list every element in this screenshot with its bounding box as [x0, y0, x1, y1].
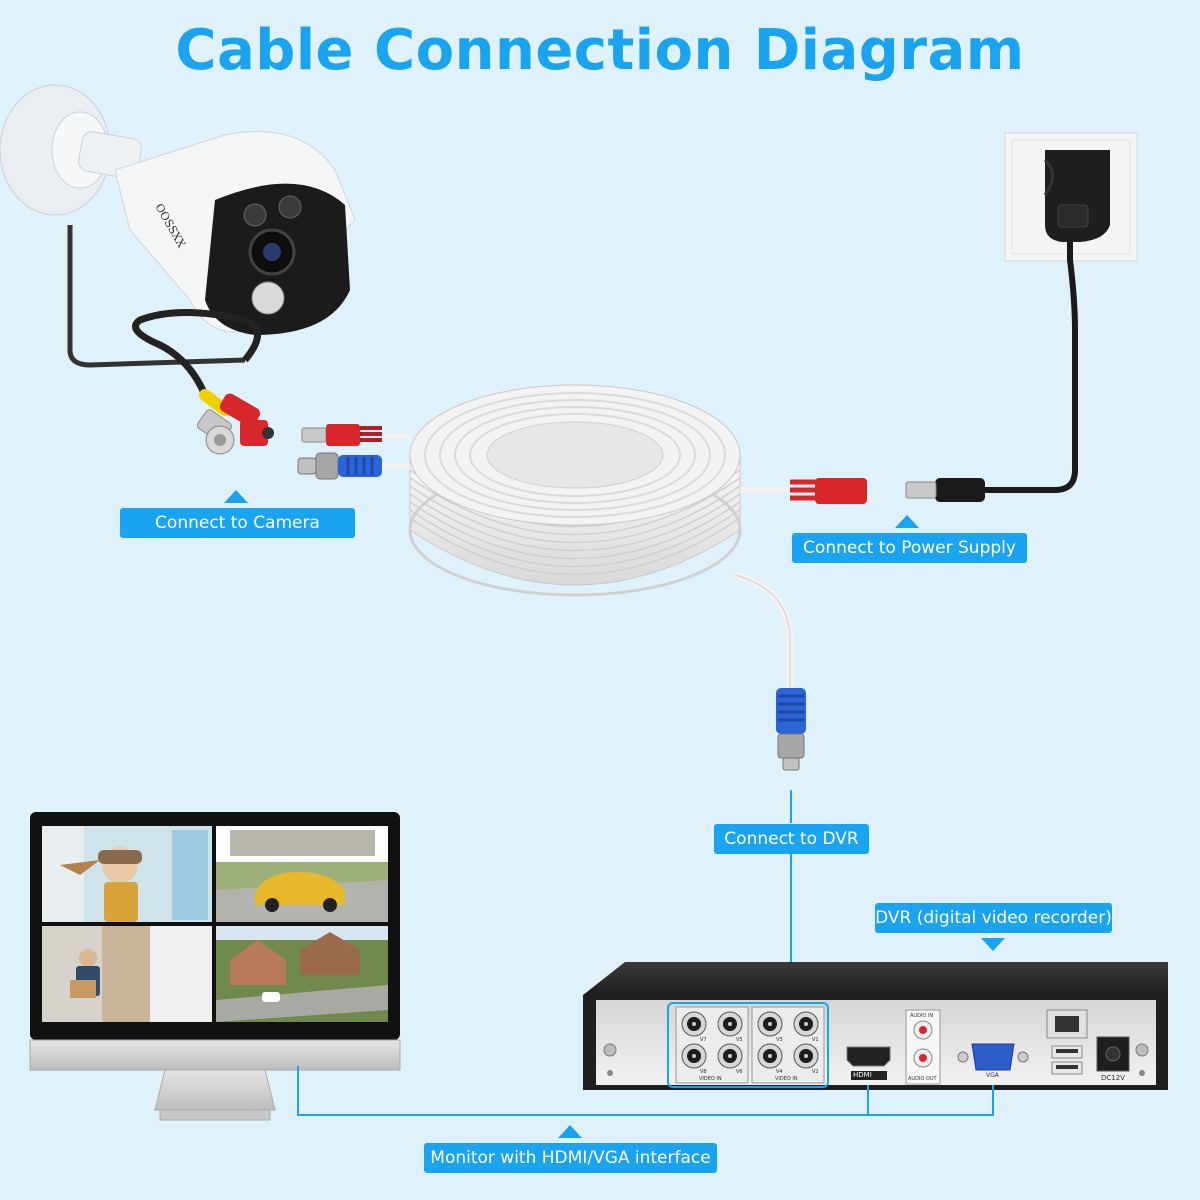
bnc-port-label: V5: [736, 1037, 743, 1043]
cable-coil: [408, 384, 742, 597]
vga-port: [957, 1043, 1029, 1071]
monitor-stand: [154, 1069, 276, 1111]
bnc-jack-v7: V7: [681, 1011, 707, 1043]
bnc-port-label: V3: [776, 1037, 783, 1043]
blue-bnc-male-plug: [297, 452, 382, 480]
audio-ports: [905, 1009, 941, 1085]
camera-pointer-triangle: [224, 490, 248, 503]
camera-power-female: [219, 393, 274, 446]
video-in-label-left: VIDEO IN: [699, 1076, 722, 1082]
bnc-port-label: V6: [736, 1069, 743, 1075]
camera-pigtail: [132, 309, 274, 455]
bnc-port-label: V7: [700, 1037, 707, 1043]
dc-power-jack: [1096, 1036, 1130, 1072]
audio-in-label: AUDIO IN: [910, 1013, 934, 1019]
bnc-port-label: V8: [700, 1069, 707, 1075]
adapter-cable: [985, 242, 1078, 493]
dc12v-label: DC12V: [1101, 1074, 1125, 1082]
monitor-label: Monitor with HDMI/VGA interface: [424, 1143, 717, 1173]
bnc-jack-v2: V2: [793, 1043, 819, 1075]
camera-bnc-female: [196, 409, 235, 455]
connect-to-camera-label: Connect to Camera: [120, 508, 355, 538]
hdmi-label: HDMI: [853, 1071, 872, 1079]
monitor-connection-lines: [297, 1066, 994, 1116]
monitor-pointer-triangle: [558, 1125, 582, 1138]
red-dc-male-plug: [301, 424, 382, 446]
monitor-screen: [42, 826, 388, 1022]
dc-male-plug: [935, 478, 985, 502]
dvr-device-label: DVR (digital video recorder): [875, 903, 1112, 933]
monitor: [29, 812, 401, 1121]
connect-to-power-label: Connect to Power Supply: [792, 533, 1027, 563]
bnc-jack-v6: V6: [717, 1043, 743, 1075]
bnc-jack-v4: V4: [757, 1043, 783, 1075]
pir-sensor: [251, 281, 285, 315]
bullet-camera: OOSSXX: [0, 84, 356, 368]
video-in-highlight: [667, 1002, 829, 1088]
camera-wire: [67, 225, 246, 368]
bnc-port-label: V4: [776, 1069, 783, 1075]
dvr-lead-cable: [734, 571, 806, 990]
audio-out-label: AUDIO OUT: [908, 1076, 937, 1082]
coil-camera-end-connectors: [297, 424, 410, 480]
connect-to-dvr-label: Connect to DVR: [714, 824, 869, 854]
bnc-jack-v8: V8: [681, 1043, 707, 1075]
ethernet-usb-ports: [1046, 1009, 1088, 1075]
power-pointer-triangle: [895, 515, 919, 528]
bnc-jack-v3: V3: [757, 1011, 783, 1043]
vga-label: VGA: [986, 1072, 999, 1079]
bnc-jack-v5: V5: [717, 1011, 743, 1043]
diagram-title: Cable Connection Diagram: [175, 18, 1025, 83]
hdmi-port: [846, 1046, 891, 1080]
bnc-jack-v1: V1: [793, 1011, 819, 1043]
bnc-port-label: V2: [812, 1069, 819, 1075]
video-in-label-right: VIDEO IN: [775, 1076, 798, 1082]
wall-power-adapter: [905, 132, 1138, 502]
coil-power-end-connector: [740, 478, 867, 504]
dvr-pointer-triangle: [981, 938, 1005, 951]
bnc-port-label: V1: [812, 1037, 819, 1043]
dvr-top: [583, 962, 1168, 995]
